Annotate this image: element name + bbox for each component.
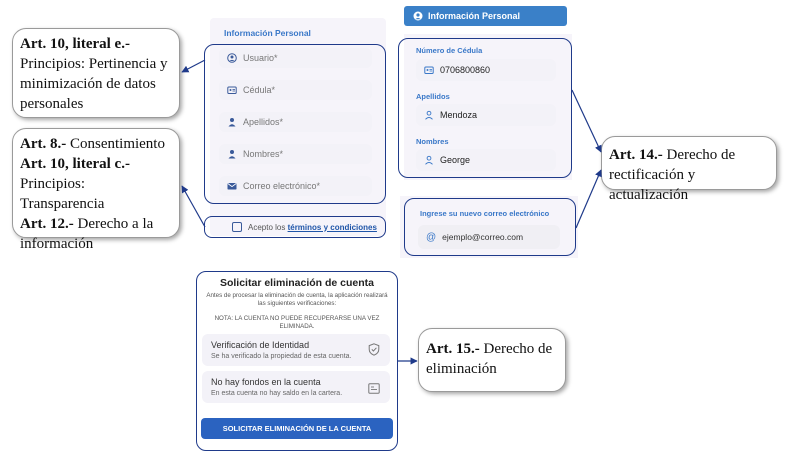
person-icon: [227, 117, 237, 127]
terms-row: Acepto los términos y condiciones: [232, 222, 377, 232]
new-email-label: Ingrese su nuevo correo electrónico: [420, 209, 550, 218]
person-outline-icon: [424, 155, 434, 165]
apellidos-label: Apellidos: [416, 92, 450, 101]
profile-fields-outline: [398, 38, 572, 178]
profile-header: Información Personal: [404, 6, 567, 26]
nombres-value-field[interactable]: George: [416, 149, 556, 171]
note-art8-art10c-art12: Art. 8.- Consentimiento Art. 10, literal…: [12, 128, 180, 252]
arrow-email-note3: [575, 169, 602, 229]
person-icon: [227, 149, 237, 159]
note-art14: Art. 14.- Derecho de rectificación y act…: [601, 136, 777, 203]
arrow-profile-note3: [571, 89, 602, 153]
note-bold: Art. 10, literal e.-: [20, 36, 130, 52]
email-change-outline: [404, 198, 576, 256]
register-fields-outline: [204, 44, 386, 204]
deletion-title: Solicitar eliminación de cuenta: [219, 277, 375, 289]
arrow-note1-register: [181, 59, 206, 73]
nombres-label: Nombres: [416, 137, 449, 146]
note-art15: Art. 15.- Derecho de eliminación: [418, 328, 566, 392]
mail-icon: [227, 181, 237, 191]
check-funds-item: No hay fondos en la cuenta En esta cuent…: [202, 371, 390, 403]
account-circle-icon: [413, 11, 423, 21]
username-field[interactable]: Usuario*: [219, 48, 372, 68]
id-card-icon: [424, 65, 434, 75]
deletion-note-2: ELIMINADA.: [279, 323, 315, 330]
cedula-value-field[interactable]: 0706800860: [416, 59, 556, 81]
deletion-note-1: NOTA: LA CUENTA NO PUEDE RECUPERARSE UNA…: [214, 315, 380, 322]
new-email-input[interactable]: @ ejemplo@correo.com: [418, 225, 560, 249]
arrow-note2-terms: [181, 185, 206, 228]
register-title: Información Personal: [224, 28, 311, 38]
at-sign-icon: @: [426, 231, 437, 243]
terms-link[interactable]: términos y condiciones: [287, 222, 377, 232]
apellidos-value-field[interactable]: Mendoza: [416, 104, 556, 126]
deletion-description-1: Antes de procesar la eliminación de cuen…: [206, 292, 388, 299]
cedula-label: Número de Cédula: [416, 46, 483, 55]
terms-checkbox[interactable]: [232, 222, 242, 232]
wallet-icon: [368, 381, 380, 399]
shield-check-icon: [368, 343, 380, 361]
email-field[interactable]: Correo electrónico*: [219, 176, 372, 196]
person-outline-icon: [424, 110, 434, 120]
id-card-icon: [227, 85, 237, 95]
note-art10e: Art. 10, literal e.- Principios: Pertine…: [12, 28, 180, 118]
cedula-field[interactable]: Cédula*: [219, 80, 372, 100]
apellidos-field[interactable]: Apellidos*: [219, 112, 372, 132]
user-circle-icon: [227, 53, 237, 63]
nombres-field[interactable]: Nombres*: [219, 144, 372, 164]
check-identity-item: Verificación de Identidad Se ha verifica…: [202, 334, 390, 366]
deletion-description-2: las siguientes verificaciones:: [257, 300, 337, 307]
request-deletion-button[interactable]: SOLICITAR ELIMINACIÓN DE LA CUENTA: [201, 418, 393, 439]
